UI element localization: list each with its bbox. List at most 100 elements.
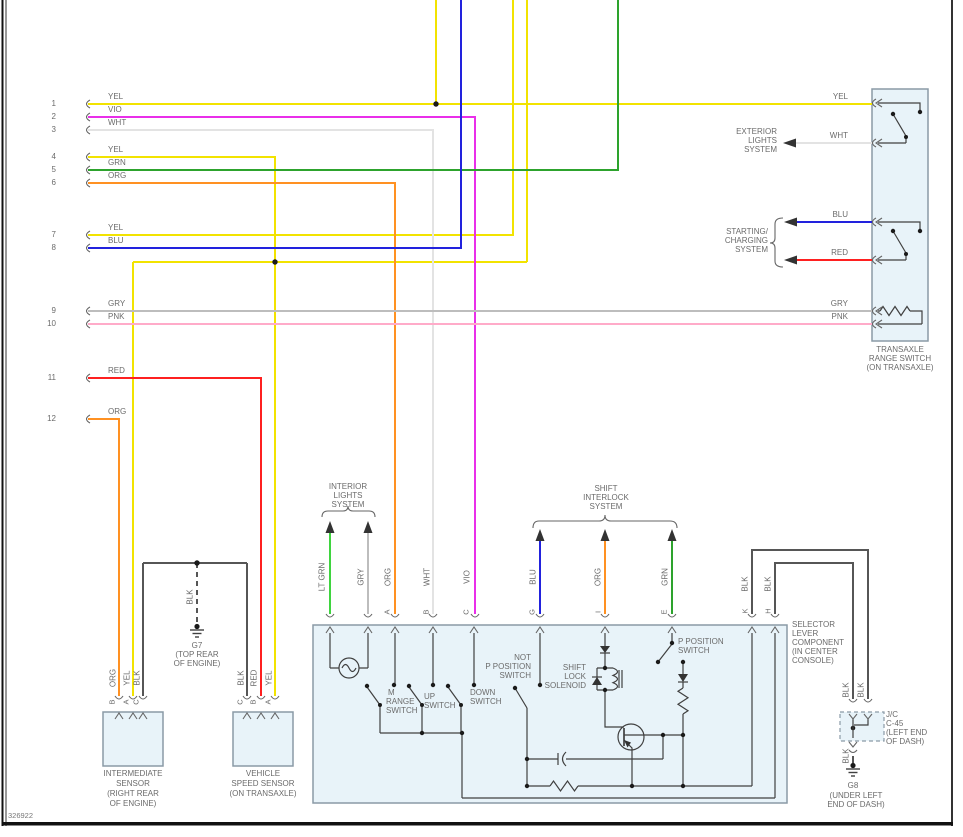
junction-dots [194,101,856,769]
sensor-connectors [114,695,280,720]
yellow-wires [88,0,872,696]
intermediate-sensor-box [102,711,164,767]
shift-interlock-label: SHIFT [594,484,618,493]
wire-color-label: GRN [660,568,670,586]
wire-color-label: BLK [856,682,866,698]
down-switch-label: DOWN [470,688,496,697]
wire-color-label: WHT [829,131,848,140]
wire-color-label: YEL [108,223,124,232]
wire-color-label: BLK [185,589,195,605]
pin-letter: H [763,608,773,614]
vehicle-speed-sensor-label: VEHICLE [245,769,281,778]
selector-lever-label: (IN CENTER [792,647,838,656]
white-wire [88,129,434,614]
g8-ground-label: (UNDER LEFT [829,791,883,800]
wire-color-label: VIO [108,105,122,114]
exterior-lights-label: SYSTEM [744,145,777,154]
transaxle-switch-label: TRANSAXLE [876,345,924,354]
up-arrow-icon [667,529,677,541]
diode-icon [678,674,688,682]
transaxle-internal-dots [890,109,923,256]
pin-letter: B [248,699,258,705]
left-edge-connectors [85,99,91,424]
wire-color-label: GRY [108,299,126,308]
wire-color-label: YEL [108,92,124,101]
shift-interlock-brace [532,514,678,529]
exterior-lights-label: EXTERIOR [736,127,777,136]
vehicle-speed-sensor-box [232,711,294,767]
pin-letter: A [382,609,392,615]
interior-lights-label: SYSTEM [331,500,365,509]
wire-color-label: BLK [841,748,851,764]
braces [321,217,784,529]
document-number: 326922 [8,811,34,820]
wire-color-label: ORG [108,407,127,416]
left-arrow-icon [783,138,796,148]
wire-color-label: YEL [122,670,132,686]
wire-color-label: WHT [422,567,432,587]
wire-color-label: ORG [383,567,393,587]
wire-color-label: ORG [593,567,603,587]
connector-number: 10 [47,319,56,328]
wire-color-label: BLK [841,682,851,698]
intermediate-sensor-label: OF ENGINE) [109,799,157,808]
violet-wire [88,116,476,614]
up-switch-label: UP [424,692,436,701]
wire-color-label: GRY [830,299,848,308]
shift-lock-solenoid-label: SOLENOID [544,681,586,690]
g8-ground-symbol [846,768,860,777]
wire-color-label: GRN [108,158,126,167]
up-arrow-icon [535,529,545,541]
wire-color-label: PNK [831,312,848,321]
pin-letter: C [461,609,471,615]
transistor-symbol [617,723,645,751]
pin-letter: G [527,609,537,615]
transaxle-internal-circuit [878,102,923,325]
jc-c45-label: OF DASH) [886,737,925,746]
selector-lever-label: CONSOLE) [792,656,834,665]
p-position-switch-label: SWITCH [678,646,710,655]
lamp-symbol [338,657,360,679]
selector-lever-label: LEVER [792,629,819,638]
pin-letter: I [593,610,603,614]
wire-color-label: RED [831,248,848,257]
selector-connectors [325,613,780,634]
wire-color-label: YEL [108,145,124,154]
up-arrow-icon [600,529,610,541]
selector-lever-label: COMPONENT [792,638,844,647]
pin-letter: C [131,699,141,705]
interior-lights-brace [321,505,376,518]
wire-color-label: BLK [236,670,246,686]
green-wire [88,0,619,171]
pin-letter: B [421,609,431,615]
wire-color-label: PNK [108,312,125,321]
m-range-switch-label: M [388,688,395,697]
up-arrow-icon [325,521,335,533]
connector-number: 1 [51,99,56,108]
wire-color-label: YEL [832,92,848,101]
diode-icon [600,646,610,653]
connector-number: 7 [51,230,56,239]
shift-lock-solenoid-label: SHIFT [562,663,586,672]
m-range-switch-label: RANGE [386,697,415,706]
interior-lights-label: LIGHTS [333,491,363,500]
jc-c45-label: J/C [886,710,898,719]
jc-c45-box [839,711,885,742]
jc-c45-label: C-45 [886,719,904,728]
not-p-position-switch-label: P POSITION [485,662,531,671]
pin-letter: A [121,699,131,705]
jc-internal [852,719,869,738]
wire-color-label: GRY [356,568,366,586]
selector-internal-diodes [592,646,688,748]
pin-letter: B [107,699,117,705]
wires [88,0,872,763]
starting-charging-label: CHARGING [724,236,768,245]
system-arrows [325,138,797,541]
starting-charging-label: STARTING/ [726,227,768,236]
intermediate-sensor-label: SENSOR [116,779,150,788]
coil-symbol [611,667,619,691]
up-switch-label: SWITCH [424,701,456,710]
wire-color-label: BLK [763,576,773,592]
